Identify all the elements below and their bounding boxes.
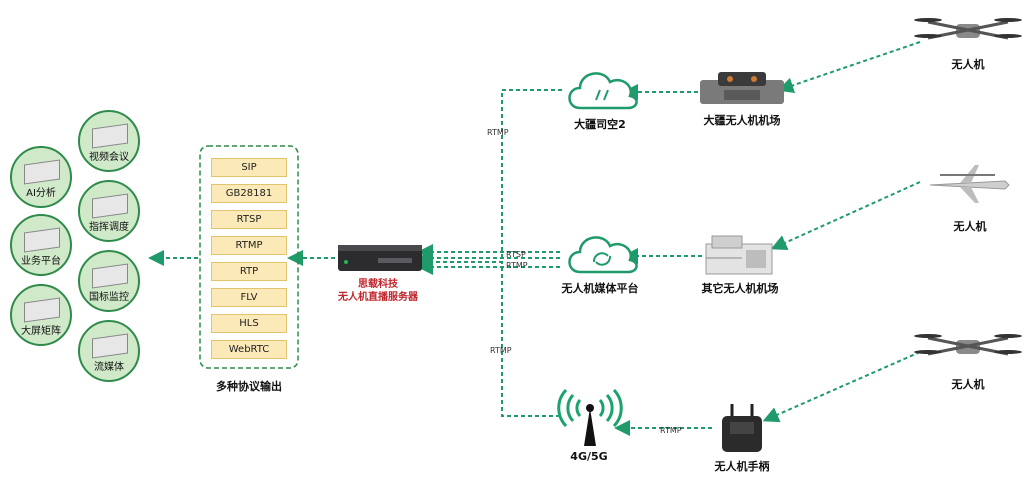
server-device-icon <box>92 193 128 219</box>
dji-cloud-label: 大疆司空2 <box>574 118 626 131</box>
link-cellular-to-server <box>501 262 560 417</box>
protocol-rtsp: RTSP <box>211 210 287 229</box>
other-dock-label: 其它无人机机场 <box>701 282 779 295</box>
cellular-label: 4G/5G <box>570 450 608 463</box>
dji-dock-icon <box>700 72 784 104</box>
protocol-rtmp: RTMP <box>211 236 287 255</box>
protocol-webrtc: WebRTC <box>211 340 287 359</box>
server-device-icon <box>24 297 60 323</box>
link-label-rtmp-top: RTMP <box>487 128 509 137</box>
protocol-hls: HLS <box>211 314 287 333</box>
drone-middle-icon <box>929 165 1010 203</box>
drone-middle-label: 无人机 <box>953 220 987 233</box>
server-device-icon <box>92 333 128 359</box>
server-icon <box>338 245 422 271</box>
client-label: 指挥调度 <box>89 222 129 233</box>
drone-bottom-label: 无人机 <box>951 378 985 391</box>
protocol-rtp: RTP <box>211 262 287 281</box>
media-platform-label: 无人机媒体平台 <box>561 282 639 295</box>
cloud-icon-dji <box>568 72 638 110</box>
client-label: 业务平台 <box>21 256 61 267</box>
link-drone-top-to-dji-dock <box>777 41 921 93</box>
server-device-icon <box>92 263 128 289</box>
drone-top-icon <box>914 18 1022 40</box>
drone-bottom-icon <box>914 334 1022 356</box>
link-cloud-to-server <box>417 89 562 270</box>
server-device-icon <box>92 123 128 149</box>
link-drone-mid-to-other-dock <box>770 181 921 251</box>
link-label-rtmp-mid: RTMP <box>506 261 528 270</box>
client-command-dispatch <box>78 180 140 242</box>
server-device-icon <box>24 227 60 253</box>
client-label: 大屏矩阵 <box>21 326 61 337</box>
client-big-screen <box>10 284 72 346</box>
server-device-icon <box>24 159 60 185</box>
drone-top-label: 无人机 <box>951 58 985 71</box>
protocol-group-frame <box>199 145 299 369</box>
protocol-gb28181: GB28181 <box>211 184 287 203</box>
client-video-conference <box>78 110 140 172</box>
server-title-line2: 无人机直播服务器 <box>338 292 418 303</box>
other-dock-icon <box>705 235 773 275</box>
protocol-flv: FLV <box>211 288 287 307</box>
client-national-monitoring <box>78 250 140 312</box>
protocol-sip: SIP <box>211 158 287 177</box>
client-label: AI分析 <box>26 188 56 199</box>
controller-label: 无人机手柄 <box>714 460 770 473</box>
cloud-icon-media <box>568 236 638 274</box>
dji-dock-label: 大疆无人机机场 <box>703 114 781 127</box>
link-label-rtmp-controller: RTMP <box>660 426 682 435</box>
client-ai-analysis <box>10 146 72 208</box>
link-label-rtsp-mid: RTSP <box>506 250 526 259</box>
protocol-caption: 多种协议输出 <box>216 380 282 393</box>
server-title: 思载科技 无人机直播服务器 <box>338 278 418 304</box>
client-business-platform <box>10 214 72 276</box>
cellular-tower-icon <box>557 388 623 446</box>
link-drone-bottom-to-controller <box>762 351 921 423</box>
link-label-rtmp-bottom: RTMP <box>490 346 512 355</box>
client-label: 流媒体 <box>94 362 124 373</box>
controller-icon <box>722 404 762 452</box>
client-label: 视频会议 <box>89 152 129 163</box>
server-title-line1: 思载科技 <box>358 279 398 290</box>
client-streaming <box>78 320 140 382</box>
client-label: 国标监控 <box>89 292 129 303</box>
